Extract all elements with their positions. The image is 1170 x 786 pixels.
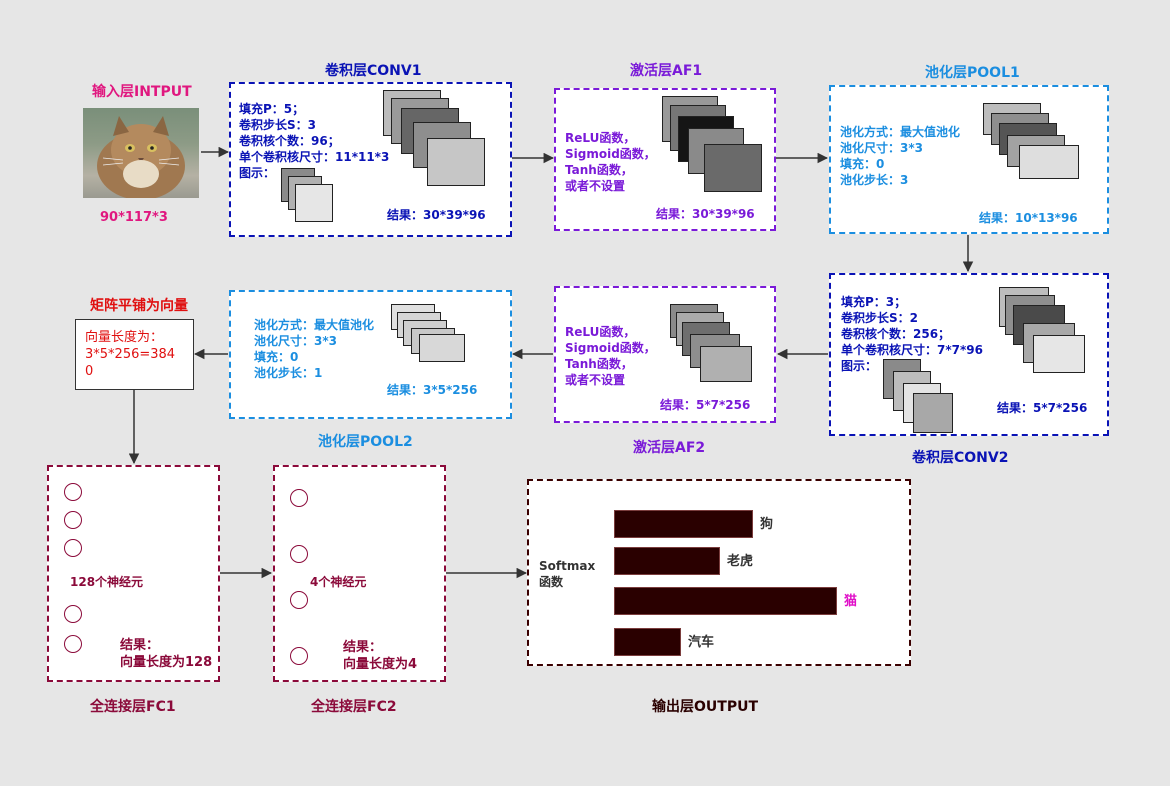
pool1-title: 池化层POOL1	[925, 65, 1020, 81]
pool2-line-2: 填充：0	[254, 350, 299, 364]
af1-result: 结果：30*39*96	[656, 207, 755, 221]
output-bar-3	[614, 587, 837, 615]
conv1-result: 结果：30*39*96	[387, 208, 486, 222]
conv1-line-3: 单个卷积核尺寸：11*11*3	[239, 150, 390, 164]
conv2-line-0: 填充P：3；	[841, 295, 907, 309]
output-label-4: 汽车	[688, 635, 715, 650]
output-label-2: 老虎	[727, 554, 754, 569]
fc2-box: 4个神经元 结果： 向量长度为4	[273, 465, 446, 682]
output-title: 输出层OUTPUT	[652, 699, 758, 715]
conv2-line-2: 卷积核个数：256；	[841, 327, 951, 341]
conv2-line-4: 图示：	[841, 359, 878, 373]
af1-title: 激活层AF1	[630, 63, 703, 79]
conv2-kernel-4	[913, 393, 953, 433]
input-size: 90*117*3	[100, 210, 168, 225]
pool2-line-3: 池化步长：1	[254, 366, 323, 380]
conv2-line-1: 卷积步长S：2	[841, 311, 918, 325]
softmax-line-1: 函数	[539, 575, 564, 589]
conv1-line-2: 卷积核个数：96；	[239, 134, 340, 148]
pool1-line-3: 池化步长：3	[840, 173, 909, 187]
conv1-line-0: 填充P：5；	[239, 102, 305, 116]
flatten-box: 向量长度为： 3*5*256=384 0	[75, 319, 194, 390]
cat-illustration	[97, 116, 185, 198]
pool2-title: 池化层POOL2	[318, 434, 413, 450]
conv2-box: 填充P：3； 卷积步长S：2 卷积核个数：256； 单个卷积核尺寸：7*7*96…	[829, 273, 1109, 436]
fc2-result-line-1: 向量长度为4	[343, 657, 418, 672]
output-bar-2	[614, 547, 720, 575]
softmax-line-0: Softmax	[539, 559, 596, 573]
fc1-title: 全连接层FC1	[90, 699, 176, 715]
fc1-neuron-4	[64, 605, 82, 623]
fc1-result-line-0: 结果：	[120, 638, 160, 653]
pool1-box: 池化方式：最大值池化 池化尺寸：3*3 填充：0 池化步长：3 结果：10*13…	[829, 85, 1109, 234]
fc2-neuron-4	[290, 647, 308, 665]
output-box: Softmax 函数 狗老虎猫汽车	[527, 479, 911, 666]
af1-box: ReLU函数， Sigmoid函数， Tanh函数， 或者不设置 结果：30*3…	[554, 88, 776, 231]
output-label-3: 猫	[844, 594, 858, 609]
fc1-box: 128个神经元 结果： 向量长度为128	[47, 465, 220, 682]
conv1-title: 卷积层CONV1	[325, 63, 422, 79]
flatten-line-2: 0	[85, 364, 94, 379]
conv1-line-4: 图示：	[239, 166, 276, 180]
af2-title: 激活层AF2	[633, 440, 706, 456]
fc2-neuron-3	[290, 591, 308, 609]
pool2-line-1: 池化尺寸：3*3	[254, 334, 337, 348]
af2-line-1: Sigmoid函数，	[565, 341, 656, 355]
af2-line-3: 或者不设置	[565, 373, 626, 387]
af2-box: ReLU函数， Sigmoid函数， Tanh函数， 或者不设置 结果：5*7*…	[554, 286, 776, 423]
af1-line-1: Sigmoid函数，	[565, 147, 656, 161]
conv1-map-5	[427, 138, 485, 186]
af1-map-5	[704, 144, 762, 192]
conv1-line-1: 卷积步长S：3	[239, 118, 316, 132]
pool1-line-2: 填充：0	[840, 157, 885, 171]
af2-line-2: Tanh函数，	[565, 357, 633, 371]
fc1-neurons-label: 128个神经元	[70, 575, 144, 589]
flatten-line-1: 3*5*256=384	[85, 347, 176, 362]
fc2-title: 全连接层FC2	[311, 699, 397, 715]
fc2-neuron-1	[290, 489, 308, 507]
pool1-map-5	[1019, 145, 1079, 179]
pool1-line-0: 池化方式：最大值池化	[840, 125, 961, 139]
af1-line-0: ReLU函数，	[565, 131, 636, 145]
fc1-result-line-1: 向量长度为128	[120, 655, 213, 670]
pool2-result: 结果：3*5*256	[387, 383, 478, 397]
conv2-title: 卷积层CONV2	[912, 450, 1009, 466]
af2-map-5	[700, 346, 752, 382]
fc2-result-line-0: 结果：	[343, 640, 383, 655]
flatten-title: 矩阵平铺为向量	[90, 298, 188, 314]
pool1-line-1: 池化尺寸：3*3	[840, 141, 923, 155]
conv1-kernel-3	[295, 184, 333, 222]
conv2-line-3: 单个卷积核尺寸：7*7*96	[841, 343, 983, 357]
af1-line-2: Tanh函数，	[565, 163, 633, 177]
cat-image	[83, 108, 199, 198]
pool1-result: 结果：10*13*96	[979, 211, 1078, 225]
output-bar-1	[614, 510, 753, 538]
output-label-1: 狗	[760, 517, 774, 532]
fc2-neurons-label: 4个神经元	[310, 575, 367, 589]
fc1-neuron-1	[64, 483, 82, 501]
pool2-line-0: 池化方式：最大值池化	[254, 318, 375, 332]
af2-line-0: ReLU函数，	[565, 325, 636, 339]
fc1-neuron-2	[64, 511, 82, 529]
af1-line-3: 或者不设置	[565, 179, 626, 193]
conv2-result: 结果：5*7*256	[997, 401, 1088, 415]
fc2-neuron-2	[290, 545, 308, 563]
conv2-map-5	[1033, 335, 1085, 373]
pool2-map-5	[419, 334, 465, 362]
fc1-neuron-5	[64, 635, 82, 653]
input-title: 输入层INTPUT	[92, 84, 192, 100]
output-bar-4	[614, 628, 681, 656]
af2-result: 结果：5*7*256	[660, 398, 751, 412]
fc1-neuron-3	[64, 539, 82, 557]
pool2-box: 池化方式：最大值池化 池化尺寸：3*3 填充：0 池化步长：1 结果：3*5*2…	[229, 290, 512, 419]
conv1-box: 填充P：5； 卷积步长S：3 卷积核个数：96； 单个卷积核尺寸：11*11*3…	[229, 82, 512, 237]
flatten-line-0: 向量长度为：	[85, 330, 164, 345]
